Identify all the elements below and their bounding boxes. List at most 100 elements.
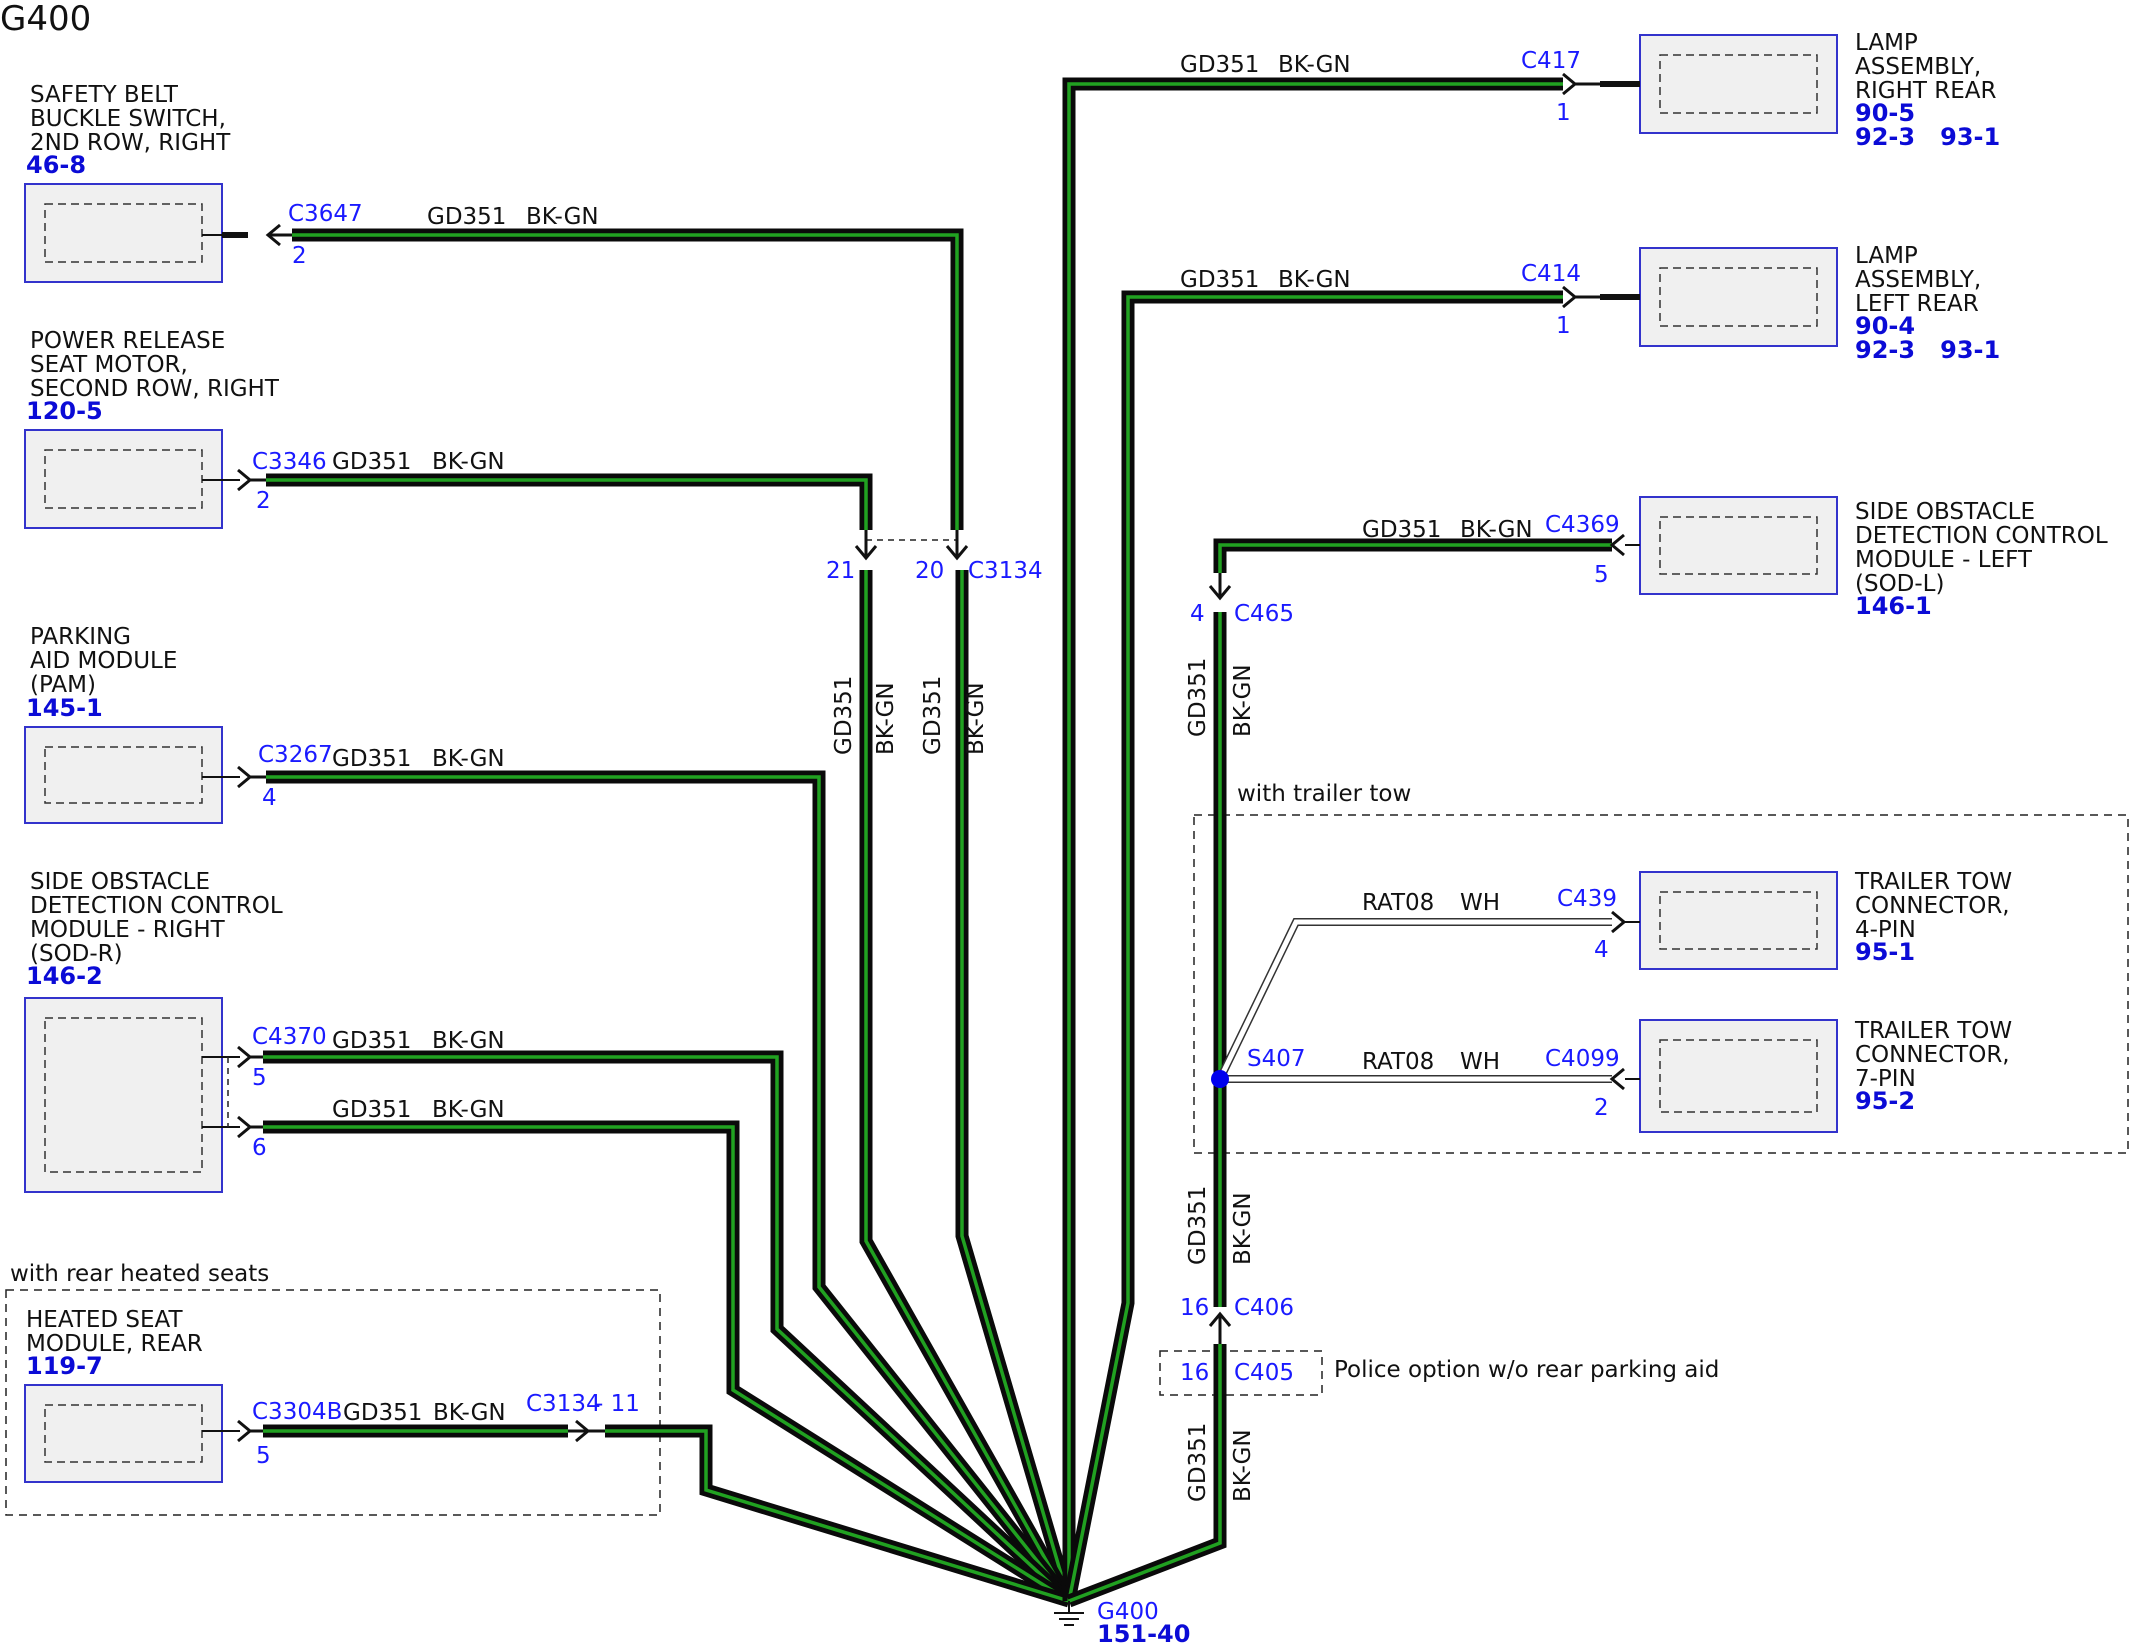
component-ref: 90-5	[1855, 99, 1915, 127]
color-label: WH	[1460, 1049, 1500, 1075]
pin-label: 2	[1594, 1095, 1609, 1121]
color-label: BK-GN	[526, 204, 599, 230]
c3134-connector: 21 20 C3134	[826, 530, 1043, 584]
component-name-line: DETECTION CONTROL	[30, 893, 283, 919]
wire-power-release-to-ground	[266, 473, 1075, 1605]
component-name-line: DETECTION CONTROL	[1855, 523, 2108, 549]
pin-label: 5	[252, 1065, 267, 1091]
component-name-line: ASSEMBLY,	[1855, 267, 1981, 293]
color-label: BK-GN	[1460, 517, 1533, 543]
circuit-label: GD351	[332, 1028, 411, 1054]
component-name-line: MODULE - LEFT	[1855, 547, 2033, 573]
circuit-label: GD351	[1180, 52, 1259, 78]
splice-s407-label: S407	[1247, 1046, 1306, 1072]
circuit-label: GD351	[1180, 267, 1259, 293]
color-label: BK-GN	[432, 1097, 505, 1123]
connector-label: C4369	[1545, 512, 1620, 538]
pin-label: 1	[1556, 100, 1571, 126]
rear-heated-seats-option-box	[5, 1289, 661, 1516]
connector-label: C3647	[288, 201, 363, 227]
component-name-line: 4-PIN	[1855, 917, 1916, 943]
component-heated-seat-module: HEATED SEAT MODULE, REAR 119-7 C3304B 5 …	[24, 1307, 640, 1483]
splice-s407	[1211, 1070, 1229, 1088]
component-power-release-seat-motor: POWER RELEASE SEAT MOTOR, SECOND ROW, RI…	[24, 328, 505, 529]
component-ref: 90-4	[1855, 312, 1915, 340]
component-ref: 95-1	[1855, 938, 1915, 966]
color-label: BK-GN	[432, 449, 505, 475]
c405-note: Police option w/o rear parking aid	[1334, 1357, 1719, 1383]
c3134-pin-20: 20	[915, 558, 944, 584]
connector-label: C417	[1521, 48, 1581, 74]
inline-connector-pin: - 11	[595, 1391, 640, 1417]
circuit-label: GD351	[332, 746, 411, 772]
pin-label: 4	[262, 785, 277, 811]
component-name-line: SAFETY BELT	[30, 82, 179, 108]
wire-harness	[263, 77, 1612, 1608]
ground-connector-label: G400	[1097, 1599, 1159, 1625]
component-name-line: PARKING	[30, 624, 131, 650]
c405-option-box	[1159, 1350, 1323, 1396]
circuit-label: GD351	[332, 449, 411, 475]
pin-label: 2	[292, 243, 307, 269]
c405-label: C405	[1234, 1360, 1294, 1386]
pin-label: 5	[1594, 562, 1609, 588]
circuit-label: RAT08	[1362, 1049, 1434, 1075]
color-label: BK-GN	[1278, 52, 1351, 78]
component-name-line: SIDE OBSTACLE	[1855, 499, 2035, 525]
component-parking-aid-module: PARKING AID MODULE (PAM) 145-1 C3267 4 G…	[24, 624, 505, 824]
vlabel-circuit: GD351	[920, 676, 946, 755]
inline-connector-label: C3134	[526, 1391, 601, 1417]
component-ref: 92-3 93-1	[1855, 123, 2000, 151]
component-safety-belt-buckle-switch: SAFETY BELT BUCKLE SWITCH, 2ND ROW, RIGH…	[24, 82, 599, 283]
rear-heated-seats-option-label: with rear heated seats	[10, 1261, 269, 1287]
trailer-tow-option-label: with trailer tow	[1237, 781, 1411, 807]
pin-label: 1	[1556, 313, 1571, 339]
component-sod-right: SIDE OBSTACLE DETECTION CONTROL MODULE -…	[24, 869, 505, 1193]
component-name-line: BUCKLE SWITCH,	[30, 106, 226, 132]
c406-label: C406	[1234, 1295, 1294, 1321]
c3134-pin-21: 21	[826, 558, 855, 584]
wire-pam-to-ground	[266, 770, 1075, 1606]
vlabel-circuit: GD351	[831, 676, 857, 755]
component-ref: 92-3 93-1	[1855, 336, 2000, 364]
component-ref: 146-1	[1855, 592, 1932, 620]
connector-label: C439	[1557, 886, 1617, 912]
component-name-line: TRAILER TOW	[1854, 1018, 2012, 1044]
component-name-line: CONNECTOR,	[1855, 893, 2010, 919]
component-name-line: HEATED SEAT	[26, 1307, 183, 1333]
c465-connector: 4 C465	[1190, 573, 1294, 627]
component-name-line: (SOD-R)	[30, 941, 123, 967]
vertical-labels-c3134-20: GD351 BK-GN	[920, 676, 989, 755]
component-lamp-right-rear: C417 1 GD351 BK-GN LAMP ASSEMBLY, RIGHT …	[1180, 30, 2000, 151]
component-name-line: SEAT MOTOR,	[30, 352, 188, 378]
connector-label: C4370	[252, 1024, 327, 1050]
wire-sod-r-pin6-to-ground	[263, 1120, 1073, 1607]
vlabel-circuit: GD351	[1185, 658, 1211, 737]
component-name-line: MODULE - RIGHT	[30, 917, 226, 943]
component-name-line: SECOND ROW, RIGHT	[30, 376, 280, 402]
component-trailer-tow-4-pin: C439 4 RAT08 WH TRAILER TOW CONNECTOR, 4…	[1362, 869, 2012, 970]
trailer-tow-option-box	[1193, 814, 2129, 1154]
c405-connector: 16 C405 Police option w/o rear parking a…	[1180, 1357, 1719, 1386]
component-name-line: LEFT REAR	[1855, 291, 1979, 317]
connector-label: C414	[1521, 261, 1581, 287]
component-name-line: (PAM)	[30, 672, 96, 698]
pin-label: 5	[256, 1443, 271, 1469]
c3134-label: C3134	[968, 558, 1043, 584]
component-ref: 146-2	[26, 962, 103, 990]
circuit-label: GD351	[332, 1097, 411, 1123]
vlabel-color: BK-GN	[963, 682, 989, 755]
pin-label: 6	[252, 1135, 267, 1161]
c465-pin: 4	[1190, 601, 1205, 627]
circuit-label: GD351	[427, 204, 506, 230]
wire-rat08-to-c439	[1216, 918, 1612, 1081]
circuit-label: GD351	[343, 1400, 422, 1426]
component-name-line: 7-PIN	[1855, 1066, 1916, 1092]
vlabel-color: BK-GN	[1230, 1429, 1256, 1502]
ground-symbol	[1054, 1601, 1084, 1626]
connector-label: C3346	[252, 449, 327, 475]
component-ref: 145-1	[26, 694, 103, 722]
component-name-line: POWER RELEASE	[30, 328, 225, 354]
component-name-line: RIGHT REAR	[1855, 78, 1996, 104]
vlabel-color: BK-GN	[1230, 664, 1256, 737]
